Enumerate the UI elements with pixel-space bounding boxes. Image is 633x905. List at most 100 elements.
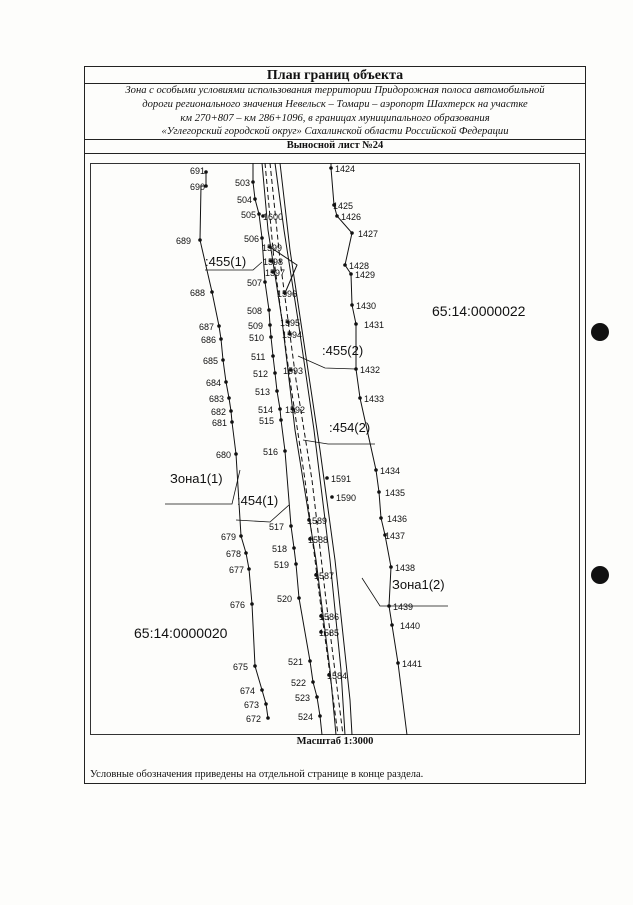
boundary-point — [267, 308, 271, 312]
point-label: 1424 — [335, 164, 355, 174]
map-label: :454(1) — [237, 493, 278, 508]
point-label: 688 — [190, 288, 205, 298]
boundary-point — [390, 623, 394, 627]
point-label: 511 — [251, 352, 265, 362]
point-label: 518 — [272, 544, 287, 554]
point-label: 1589 — [307, 516, 327, 526]
label-leader — [235, 504, 290, 523]
map-label: Зона1(1) — [170, 471, 223, 486]
point-label: 676 — [230, 600, 245, 610]
point-label: 1439 — [393, 602, 413, 612]
boundary-point — [279, 418, 283, 422]
point-label: 508 — [247, 306, 262, 316]
boundary-point — [311, 680, 315, 684]
point-label: 1429 — [355, 270, 375, 280]
point-label: 506 — [244, 234, 259, 244]
boundary-point — [204, 170, 208, 174]
label-leader — [165, 469, 241, 505]
point-label: 685 — [203, 356, 218, 366]
map-label: :454(2) — [329, 420, 370, 435]
boundary-point — [389, 565, 393, 569]
point-label: 1586 — [319, 612, 339, 622]
boundary-point — [198, 238, 202, 242]
map-label: :455(1) — [205, 254, 246, 269]
point-label: 1427 — [358, 229, 378, 239]
boundary-point — [289, 524, 293, 528]
point-label: 1596 — [277, 289, 297, 299]
boundary-point — [308, 537, 312, 541]
boundary-point — [283, 449, 287, 453]
boundary-point — [253, 197, 257, 201]
boundary-point — [227, 396, 231, 400]
boundary-point — [264, 702, 268, 706]
boundary-point — [217, 324, 221, 328]
point-label: 1598 — [263, 257, 283, 267]
boundary-point — [247, 567, 251, 571]
sheet-divider — [84, 153, 586, 154]
point-label: 1599 — [262, 243, 282, 253]
boundary-point — [396, 661, 400, 665]
boundary-point — [343, 263, 347, 267]
point-label: 1436 — [387, 514, 407, 524]
point-label: 1435 — [385, 488, 405, 498]
description-line: Зона с особыми условиями использования т… — [125, 85, 545, 96]
point-label: 1590 — [336, 493, 356, 503]
point-label: 522 — [291, 678, 306, 688]
boundary-point — [275, 389, 279, 393]
point-label: 1597 — [265, 268, 285, 278]
boundary-point — [377, 490, 381, 494]
boundary-point — [239, 534, 243, 538]
boundary-point — [251, 180, 255, 184]
map-scale: Масштаб 1:3000 — [296, 736, 374, 747]
label-leader — [297, 355, 357, 370]
boundary-point — [288, 332, 292, 336]
boundary-point — [257, 212, 261, 216]
boundary-point — [269, 335, 273, 339]
boundary-point — [260, 236, 264, 240]
boundary-point — [374, 468, 378, 472]
point-label: 519 — [274, 560, 289, 570]
boundary-point — [269, 259, 273, 263]
boundary-point — [330, 495, 334, 499]
point-label: 1441 — [402, 659, 422, 669]
boundary-point — [230, 420, 234, 424]
boundary-point — [219, 337, 223, 341]
map-label: 65:14:0000020 — [134, 625, 228, 641]
boundary-point — [379, 516, 383, 520]
point-label: 1591 — [331, 474, 351, 484]
label-leader — [302, 439, 375, 445]
boundary-point — [335, 214, 339, 218]
boundary-point — [273, 371, 277, 375]
point-label: 1433 — [364, 394, 384, 404]
point-label: 678 — [226, 549, 241, 559]
point-label: 510 — [249, 333, 264, 343]
boundary-point — [314, 573, 318, 577]
label-leader — [205, 261, 263, 271]
point-label: 679 — [221, 532, 236, 542]
point-label: 509 — [248, 321, 263, 331]
punch-hole — [591, 323, 609, 341]
point-label: 686 — [201, 335, 216, 345]
point-label: 515 — [259, 416, 274, 426]
boundary-point — [271, 354, 275, 358]
description-line: дороги регионального значения Невельск –… — [142, 98, 528, 110]
point-label: 684 — [206, 378, 221, 388]
boundary-point — [318, 714, 322, 718]
boundary-point — [292, 546, 296, 550]
boundary-point — [283, 291, 287, 295]
point-label: 677 — [229, 565, 244, 575]
point-label: 1425 — [333, 201, 353, 211]
point-label: 503 — [235, 178, 250, 188]
boundary-point — [229, 409, 233, 413]
map-label: :455(2) — [322, 343, 363, 358]
boundary-point — [315, 695, 319, 699]
boundary-point — [319, 630, 323, 634]
boundary-point — [354, 322, 358, 326]
point-label: 675 — [233, 662, 248, 672]
boundary-point — [325, 476, 329, 480]
description-line: «Углегорский городской округ» Сахалинско… — [161, 126, 509, 138]
point-label: 1434 — [380, 466, 400, 476]
point-label: 691 — [190, 166, 205, 176]
description-line: км 270+807 – км 286+1096, в границах мун… — [180, 112, 490, 124]
map-label: Зона1(2) — [392, 577, 445, 592]
